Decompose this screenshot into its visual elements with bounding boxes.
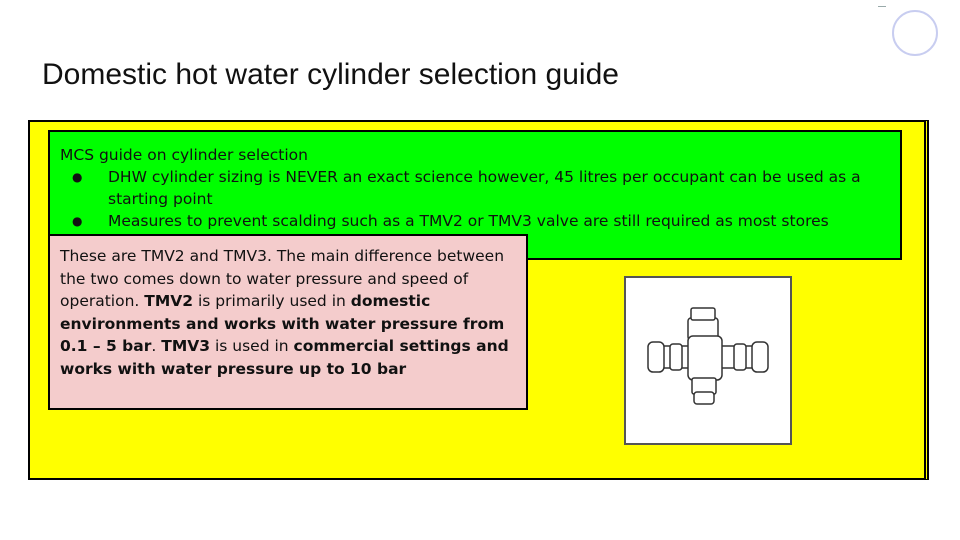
text: These are TMV2 and TMV3. The main differ…	[60, 247, 505, 310]
bullet-item: Measures to prevent scalding such as a T…	[72, 210, 890, 232]
bullet-item: DHW cylinder sizing is NEVER an exact sc…	[72, 166, 890, 210]
bold-text: domestic environments and works with wat…	[60, 292, 505, 355]
bold-text: commercial settings and works with water…	[60, 337, 509, 378]
logo	[892, 10, 938, 56]
minimize-mark	[878, 6, 886, 7]
mcs-heading: MCS guide on cylinder selection	[60, 146, 308, 164]
tmv-info-box: These are TMV2 and TMV3. The main differ…	[48, 234, 528, 410]
bold-text: TMV2	[144, 292, 194, 310]
slide-title: Domestic hot water cylinder selection gu…	[42, 58, 619, 91]
text: is primarily used in	[193, 292, 351, 310]
valve-icon	[647, 307, 769, 405]
text: is used in	[210, 337, 294, 355]
bold-text: TMV3	[161, 337, 211, 355]
mcs-bullets: DHW cylinder sizing is NEVER an exact sc…	[60, 166, 890, 232]
tmv-valve-image	[624, 276, 792, 445]
text: .	[151, 337, 162, 355]
